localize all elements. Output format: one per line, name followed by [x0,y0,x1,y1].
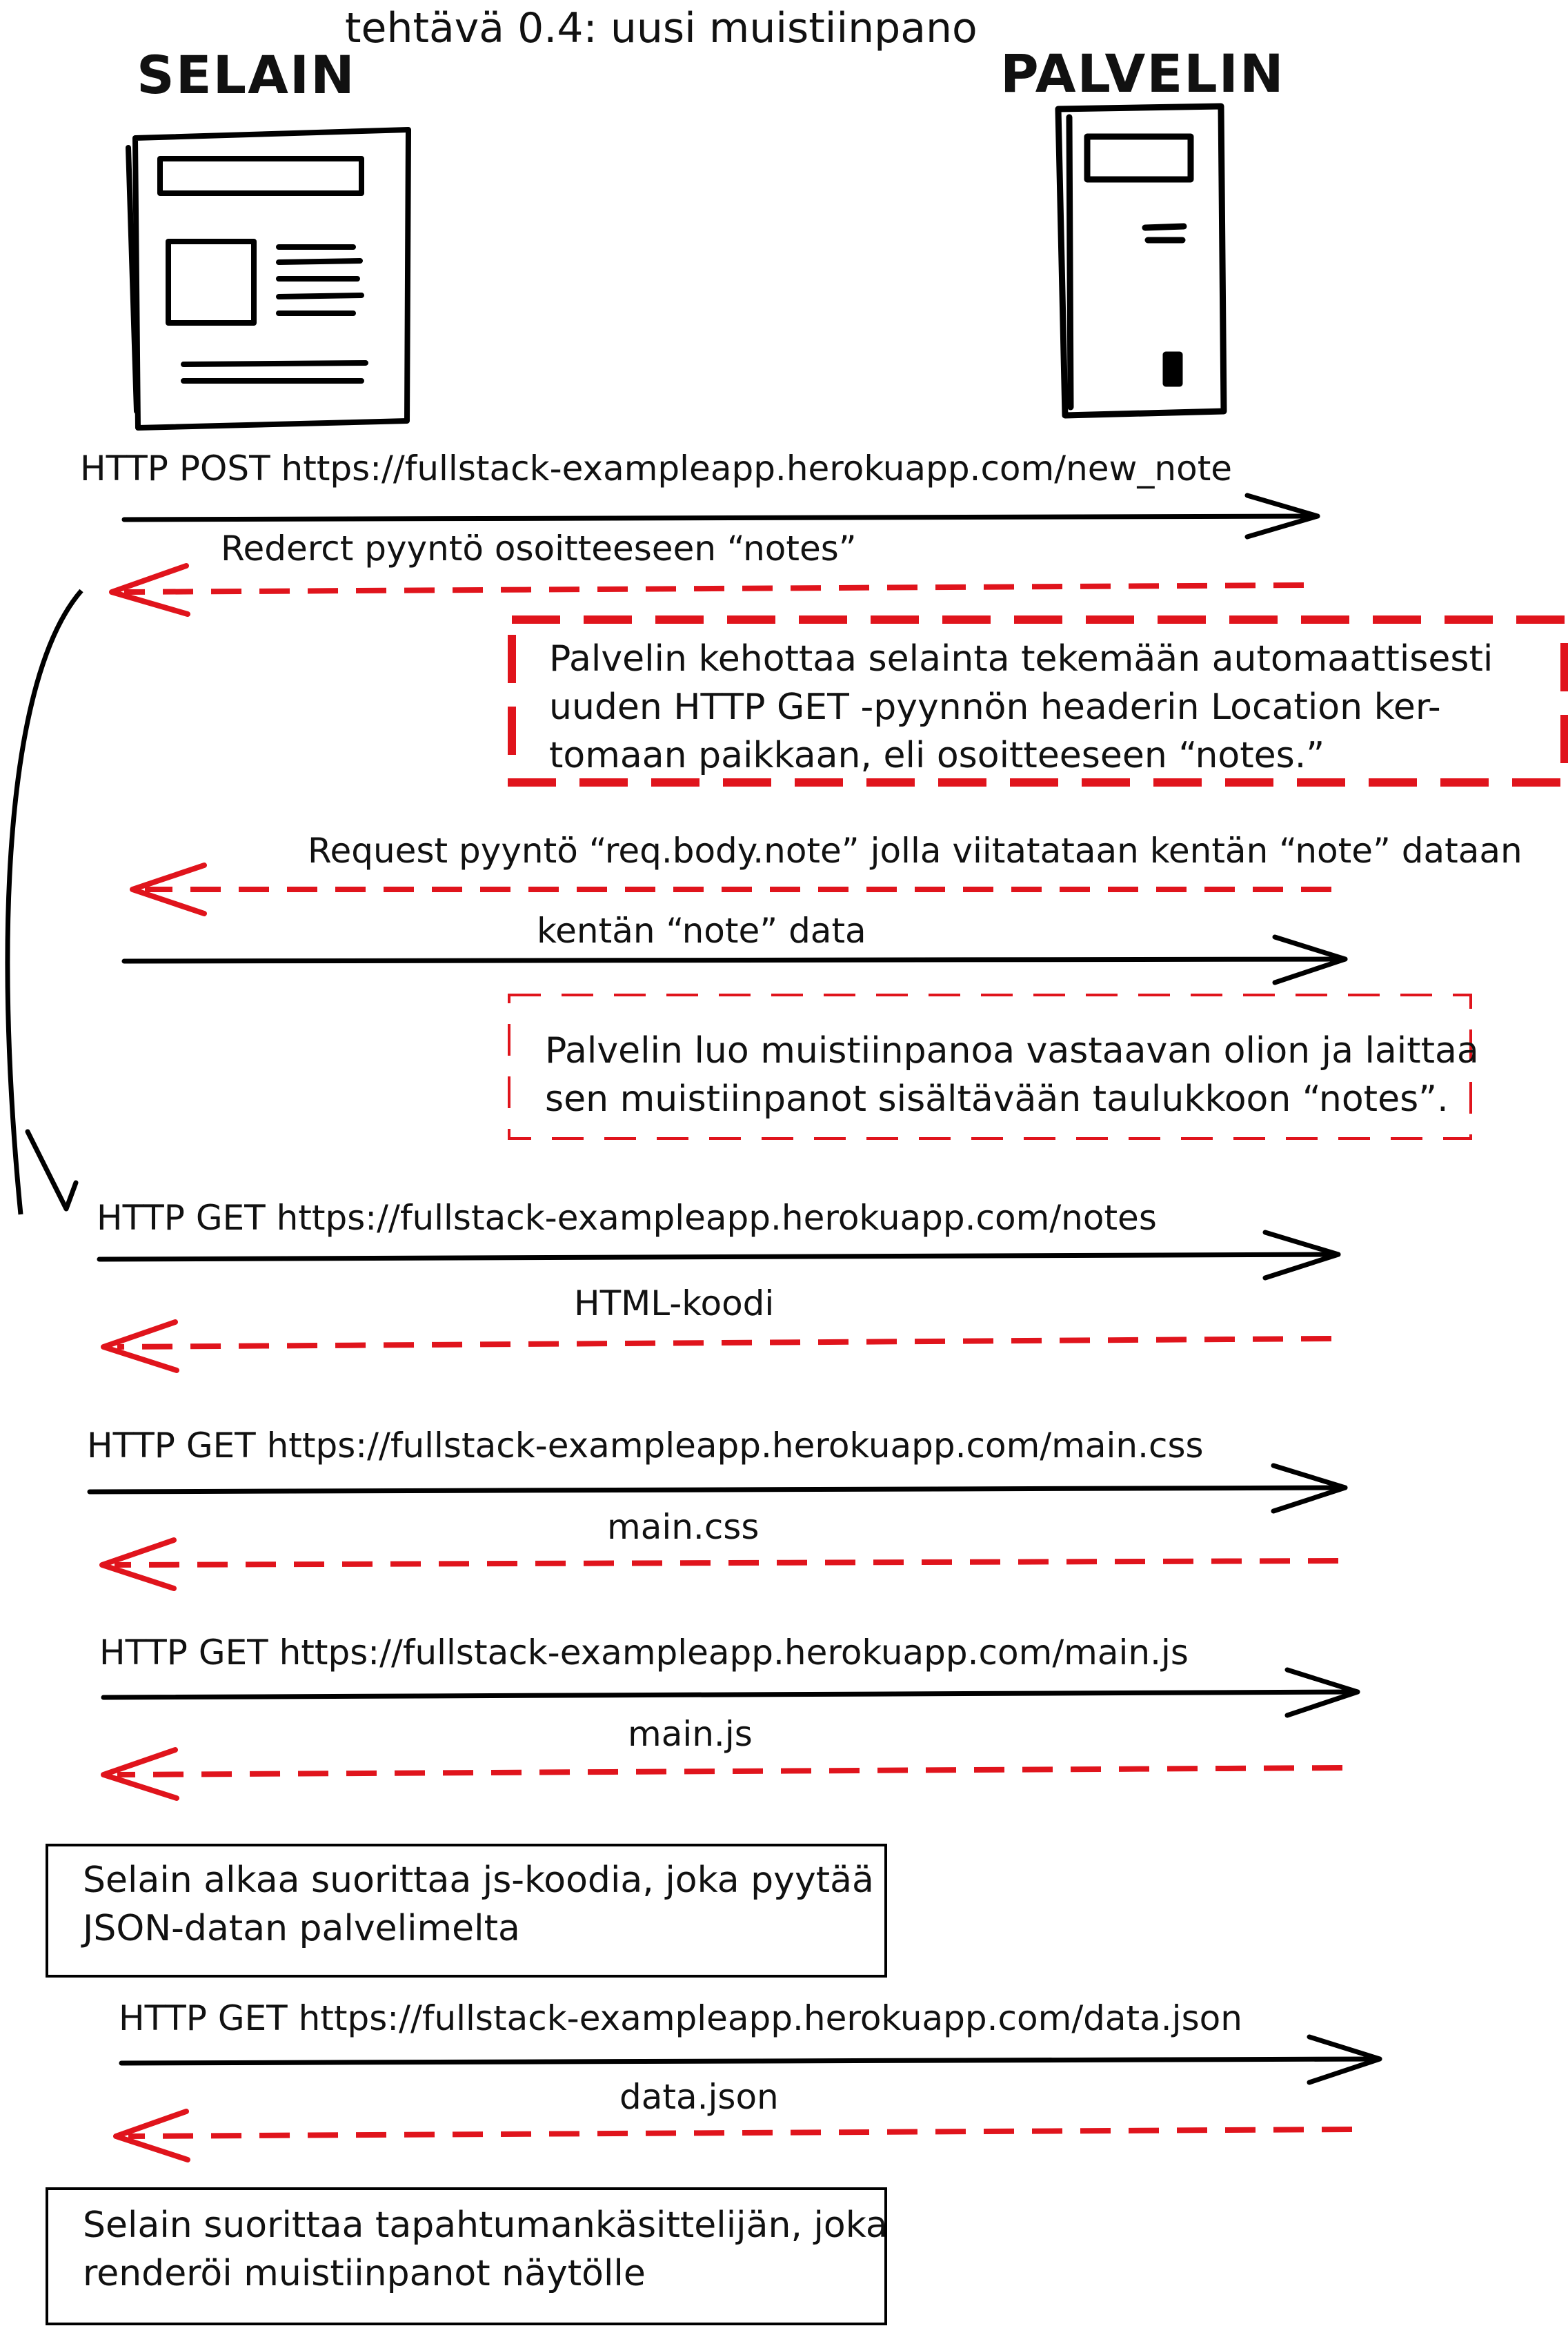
arrow-m3 [130,863,1331,916]
arrow-m5 [97,1230,1341,1281]
message-label-m5: HTTP GET https://fullstack-exampleapp.he… [97,1198,1157,1238]
render-note-frame [46,2187,887,2325]
redirect-note-line: uuden HTTP GET -pyynnön headerin Locatio… [549,687,1441,728]
message-label-m8: main.css [607,1507,760,1547]
server-note-line: sen muistiinpanot sisältävään taulukkoon… [545,1078,1449,1120]
redirect-note-line: Palvelin kehottaa selainta tekemään auto… [549,638,1493,680]
message-label-m1: HTTP POST https://fullstack-exampleapp.h… [80,449,1233,489]
server-note: Palvelin luo muistiinpanoa vastaavan oli… [545,1027,1479,1123]
browser-window-icon [126,127,411,431]
message-label-m12: data.json [619,2077,779,2117]
arrow-m10 [101,1747,1343,1801]
message-label-m4: kentän “note” data [537,911,866,951]
js-note: Selain alkaa suorittaa js-koodia, joka p… [83,1856,874,1953]
server-tower-icon [1055,103,1227,419]
arrow-m1 [121,493,1320,540]
render-note-line: renderöi muistiinpanot näytölle [83,2253,646,2294]
js-note-line: Selain alkaa suorittaa js-koodia, joka p… [83,1860,874,1901]
message-label-m11: HTTP GET https://fullstack-exampleapp.he… [119,1998,1242,2038]
message-label-m2: Rederct pyyntö osoitteeseen “notes” [221,529,857,569]
arrow-m2 [109,563,1304,617]
arrow-m4 [121,934,1348,985]
actor-browser: SELAIN [137,44,356,106]
arrow-m7 [87,1463,1348,1514]
message-label-m9: HTTP GET https://fullstack-exampleapp.he… [99,1633,1189,1673]
server-note-frame [508,994,1472,1140]
js-note-line: JSON-datan palvelimelta [83,1908,520,1949]
message-label-m6: HTML-koodi [574,1283,775,1323]
render-note-line: Selain suorittaa tapahtumankäsittelijän,… [83,2205,888,2246]
message-label-m7: HTTP GET https://fullstack-exampleapp.he… [87,1426,1204,1466]
redirect-note-line: tomaan paikkaan, eli osoitteeseen “notes… [549,735,1325,776]
arrow-m11 [119,2034,1382,2085]
redirect-flow-curve [5,589,83,1215]
diagram-title: tehtävä 0.4: uusi muistiinpano [345,4,977,52]
message-label-m3: Request pyyntö “req.body.note” jolla vii… [308,831,1522,871]
message-label-m10: main.js [628,1714,753,1754]
server-note-line: Palvelin luo muistiinpanoa vastaavan oli… [545,1030,1479,1072]
render-note: Selain suorittaa tapahtumankäsittelijän,… [83,2201,888,2298]
arrow-m9 [101,1667,1360,1718]
js-note-frame [46,1844,887,1978]
arrow-m12 [113,2109,1353,2162]
redirect-note-frame [508,615,1568,787]
actor-server: PALVELIN [1000,43,1285,104]
arrow-m6 [101,1319,1332,1373]
redirect-note: Palvelin kehottaa selainta tekemään auto… [549,635,1493,780]
arrow-m8 [99,1537,1339,1591]
